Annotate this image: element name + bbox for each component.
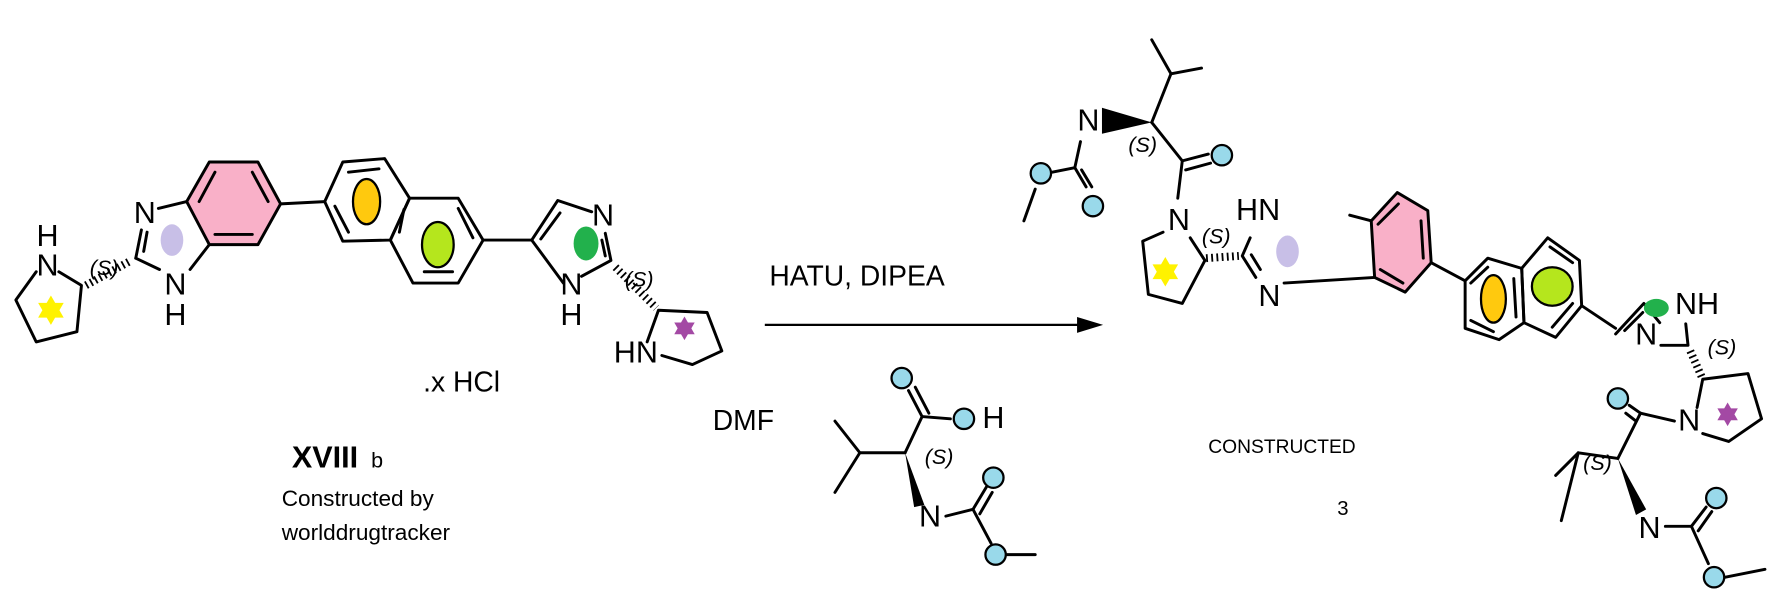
oxygen-marker: [1704, 486, 1728, 510]
reagents-label: HATU, DIPEA: [769, 259, 945, 291]
pyrrolidine-ring-left: H N (S): [14, 219, 134, 344]
ring-marker-orange: [1479, 274, 1507, 324]
oxygen-marker: [890, 366, 914, 390]
atom-n: N: [560, 268, 582, 302]
product-compound-number: 3: [1337, 498, 1348, 520]
credit-text: Constructed by: [282, 486, 435, 511]
star-marker-purple: [674, 316, 695, 341]
atom-n: N: [1258, 279, 1280, 313]
atom-n: N: [919, 499, 941, 533]
stereo-label: (S): [1708, 335, 1737, 359]
stereo-label: (S): [625, 267, 654, 291]
ring-marker-green: [1643, 298, 1669, 318]
stereo-label: (S): [1128, 133, 1157, 157]
atom-n: N: [1639, 511, 1661, 545]
hashed-bond: [1686, 349, 1707, 381]
credit-text: worlddrugtracker: [281, 520, 451, 545]
star-marker-yellow: [1152, 257, 1179, 287]
star-marker-yellow: [38, 295, 64, 325]
product-note: CONSTRUCTED: [1208, 437, 1355, 458]
atom-n: N: [1077, 103, 1099, 137]
ring-marker-orange: [351, 177, 382, 226]
imidazole-left: N N H (S): [530, 199, 659, 332]
atom-h: H: [164, 298, 186, 332]
ring-marker-green: [573, 226, 599, 261]
arrowhead-icon: [1077, 317, 1104, 333]
atom-hn: HN: [1236, 193, 1280, 227]
stereo-label: (S): [925, 445, 954, 469]
atom-h: H: [36, 219, 58, 253]
oxygen-marker: [984, 543, 1007, 566]
wedge-bond: [1617, 458, 1647, 516]
atom-n: N: [1678, 403, 1700, 437]
ring-marker-lime: [1530, 266, 1574, 307]
oxygen-marker: [1702, 565, 1726, 589]
starting-material-xviiib: H N (S) N N H: [14, 157, 724, 545]
ring-marker-lavender: [160, 224, 184, 256]
atom-hn: HN: [614, 335, 658, 369]
wedge-bond: [1101, 107, 1152, 134]
hashed-bond: [84, 256, 134, 289]
oxygen-marker: [1606, 387, 1630, 410]
stereo-label: (S): [1202, 224, 1231, 248]
ring-marker-lavender: [1276, 235, 1299, 268]
solvent-label: DMF: [713, 404, 774, 436]
compound-id-label: XVIII: [292, 440, 358, 474]
benzimidazole: N N H: [134, 160, 283, 332]
atom-n: N: [134, 196, 156, 230]
oxygen-marker: [982, 466, 1005, 489]
wedge-bond: [905, 452, 925, 508]
reagent-moc-valine: H (S) N: [833, 366, 1037, 566]
atom-n: N: [592, 199, 614, 233]
atom-n: N: [36, 248, 58, 282]
oxygen-marker: [952, 407, 976, 431]
atom-nh: NH: [1675, 287, 1719, 321]
star-marker-purple: [1717, 402, 1738, 427]
atom-n: N: [1168, 203, 1190, 237]
ring-marker-lime: [420, 220, 455, 269]
compound-suffix-label: b: [371, 448, 383, 472]
pyrrolidine-ring-right: HN: [614, 308, 724, 369]
oxygen-marker: [1029, 162, 1053, 185]
hashed-bond: [1205, 251, 1240, 263]
atom-h: H: [982, 401, 1004, 435]
atom-n: N: [1635, 317, 1657, 351]
oxygen-marker: [1210, 143, 1234, 167]
naphthalene: [323, 157, 485, 285]
product-3: N (S) N (S) HN N: [1022, 38, 1767, 589]
atom-n: N: [164, 268, 186, 302]
atom-h: H: [560, 298, 582, 332]
hashed-bond: [612, 264, 659, 311]
hcl-salt-label: .x HCl: [423, 366, 500, 398]
reaction-arrow: HATU, DIPEA DMF: [713, 259, 1104, 436]
oxygen-marker: [1081, 194, 1105, 218]
